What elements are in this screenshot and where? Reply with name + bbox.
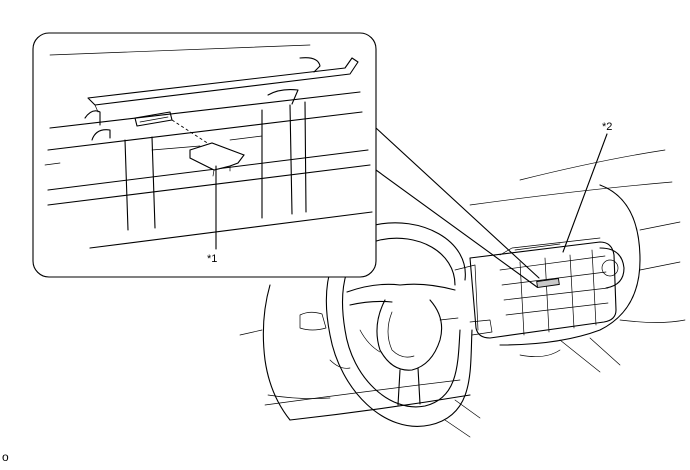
detail-inset <box>32 32 377 278</box>
zoom-leader-lines <box>375 127 540 288</box>
dashboard-overview <box>239 149 686 438</box>
callout-1-label: *1 <box>207 253 217 265</box>
figure-mark: o <box>2 450 9 464</box>
callout-2-leader <box>562 133 608 253</box>
callout-2-label: *2 <box>602 121 612 133</box>
